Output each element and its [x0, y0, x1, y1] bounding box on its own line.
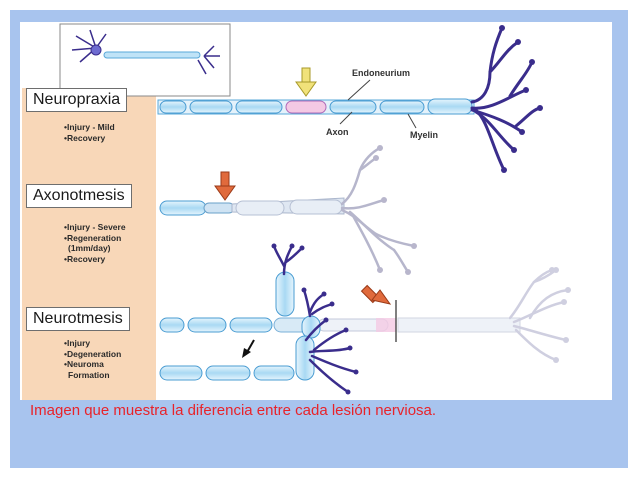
- note-line: •Injury: [64, 338, 91, 348]
- note-line: •Recovery: [64, 253, 106, 264]
- label-neuropraxia: Neuropraxia: [26, 88, 128, 112]
- axon-label: Axon: [326, 127, 349, 137]
- note-line: •Recovery: [64, 132, 106, 143]
- nerve-ending-neuropraxia: [470, 26, 542, 172]
- axonotmesis-nerve: [159, 145, 417, 275]
- neurotmesis-notes: •Injury •Degeneration •Neuroma Formation: [64, 338, 121, 380]
- axonotmesis-notes: •Injury - Severe •Regeneration (1mm/day)…: [64, 222, 126, 264]
- arrow-orange-neurotmesis: [360, 284, 392, 305]
- nerve-ending-axonotmesis: [340, 146, 416, 274]
- note-line: (1mm/day): [68, 243, 111, 253]
- note-line: •Degeneration: [64, 348, 122, 359]
- myelin-label: Myelin: [410, 130, 438, 140]
- note-line: •Injury - Severe: [64, 222, 126, 232]
- figure-sidebar: [22, 88, 156, 400]
- endoneurium-label: Endoneurium: [352, 68, 410, 78]
- note-line: •Neuroma: [64, 359, 104, 369]
- arrow-orange-axonotmesis: [214, 171, 236, 201]
- note-line: •Regeneration: [64, 232, 122, 243]
- caption: Imagen que muestra la diferencia entre c…: [30, 402, 437, 419]
- neurotmesis-nerve: [159, 243, 571, 395]
- label-axonotmesis: Axonotmesis: [26, 184, 132, 208]
- note-line: Formation: [68, 369, 110, 380]
- arrow-yellow: [295, 67, 317, 97]
- neuron-thumbnail-drawing: [59, 23, 231, 97]
- label-neurotmesis: Neurotmesis: [26, 307, 130, 331]
- neuropraxia-notes: •Injury - Mild •Recovery: [64, 122, 115, 143]
- nerve-ending-neurotmesis: [508, 268, 570, 362]
- note-line: •Injury - Mild: [64, 122, 115, 132]
- injury-site-neuropraxia: [285, 100, 327, 114]
- neuropraxia-nerve: Endoneurium Axon Myelin: [157, 25, 543, 173]
